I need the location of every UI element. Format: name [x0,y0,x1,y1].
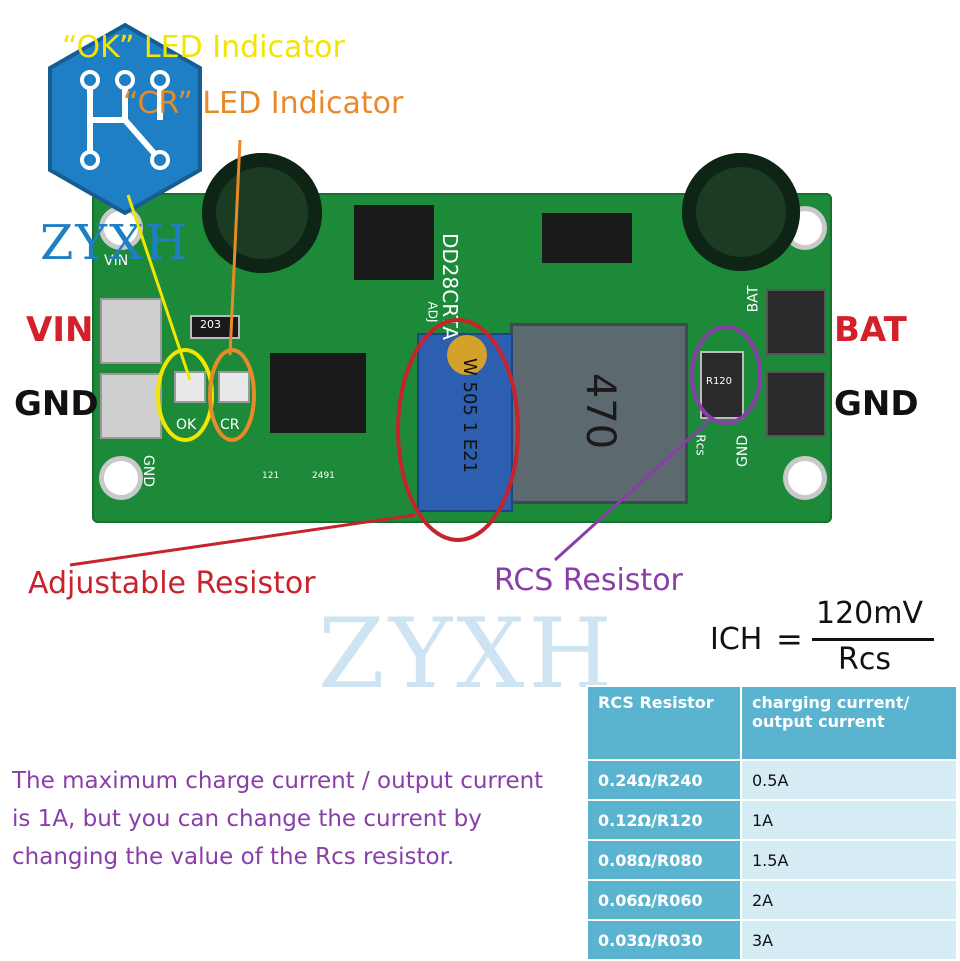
logo-text: ZYXH [40,215,190,271]
table-cell-current: 1.5A [740,839,958,881]
note-paragraph: The maximum charge current / output curr… [12,762,543,876]
note-line-2: is 1A, but you can change the current by [12,806,482,832]
table-header-current: charging current/ output current [740,685,958,761]
led-cr [218,371,250,403]
table-header-rcs: RCS Resistor [586,685,742,761]
callout-led-cr: “CR” LED Indicator [123,86,404,121]
formula: ICH = 120mV Rcs [710,596,940,680]
note-line-1: The maximum charge current / output curr… [12,768,544,794]
terminal-label-gnd-right: GND [834,384,919,424]
terminal-vin-pad [100,298,162,364]
inductor [510,323,688,504]
watermark-text: ZYXH [318,598,617,710]
mount-hole-bl [104,461,138,495]
table-cell-rcs: 0.08Ω/R080 [586,839,742,881]
trimpot-knob [447,335,487,375]
table-cell-current: 3A [740,919,958,961]
table-row: 0.12Ω/R120 1A [586,799,958,841]
table-row: 0.24Ω/R240 0.5A [586,759,958,801]
diode [542,213,632,263]
silk-res3: 2491 [312,471,335,481]
rcs-table: RCS Resistor charging current/ output cu… [586,685,958,961]
terminal-label-gnd-left: GND [14,384,99,424]
terminal-gnd-right-pad [766,371,826,437]
ic-driver [270,353,366,433]
rcs-code-label: R120 [706,376,733,387]
table-cell-current: 1A [740,799,958,841]
formula-numerator: 120mV [816,596,924,631]
table-row: 0.08Ω/R080 1.5A [586,839,958,881]
table-row: 0.06Ω/R060 2A [586,879,958,921]
table-cell-rcs: 0.12Ω/R120 [586,799,742,841]
capacitor-left [202,153,322,273]
note-line-3: changing the value of the Rcs resistor. [12,844,455,870]
terminal-bat-pad [766,289,826,355]
formula-lhs: ICH [710,622,763,657]
table-cell-rcs: 0.03Ω/R030 [586,919,742,961]
hexagon-circuit-icon [48,22,202,216]
table-cell-current: 0.5A [740,759,958,801]
callout-rcs: RCS Resistor [494,563,683,598]
rcs-resistor [700,351,744,419]
silk-res2: 121 [262,471,280,481]
resistor-203-label: 203 [200,318,221,331]
pcb-board: 470 R120 203 DD28CRTA VIN BAT GND GND OK… [92,153,832,523]
silk-ok: OK [176,417,197,433]
formula-fraction-bar [812,638,934,641]
table-cell-rcs: 0.06Ω/R060 [586,879,742,921]
terminal-label-vin: VIN [26,310,94,350]
ic-top [354,205,434,280]
capacitor-right [682,153,800,271]
terminal-gnd-left-pad [100,373,162,439]
table-cell-rcs: 0.24Ω/R240 [586,759,742,801]
table-row: 0.03Ω/R030 3A [586,919,958,961]
mount-hole-br [788,461,822,495]
silk-vin: VIN [104,253,129,269]
table-cell-current: 2A [740,879,958,921]
callout-adjustable: Adjustable Resistor [28,566,316,601]
table-header-row: RCS Resistor charging current/ output cu… [586,685,958,761]
callout-led-ok: “OK” LED Indicator [62,30,345,65]
formula-denominator: Rcs [838,642,891,677]
silk-cr: CR [220,417,240,433]
terminal-label-bat: BAT [834,310,907,350]
brand-logo: ZYXH [40,20,210,271]
mount-hole-tl [104,211,138,245]
formula-eq: = [776,620,803,658]
